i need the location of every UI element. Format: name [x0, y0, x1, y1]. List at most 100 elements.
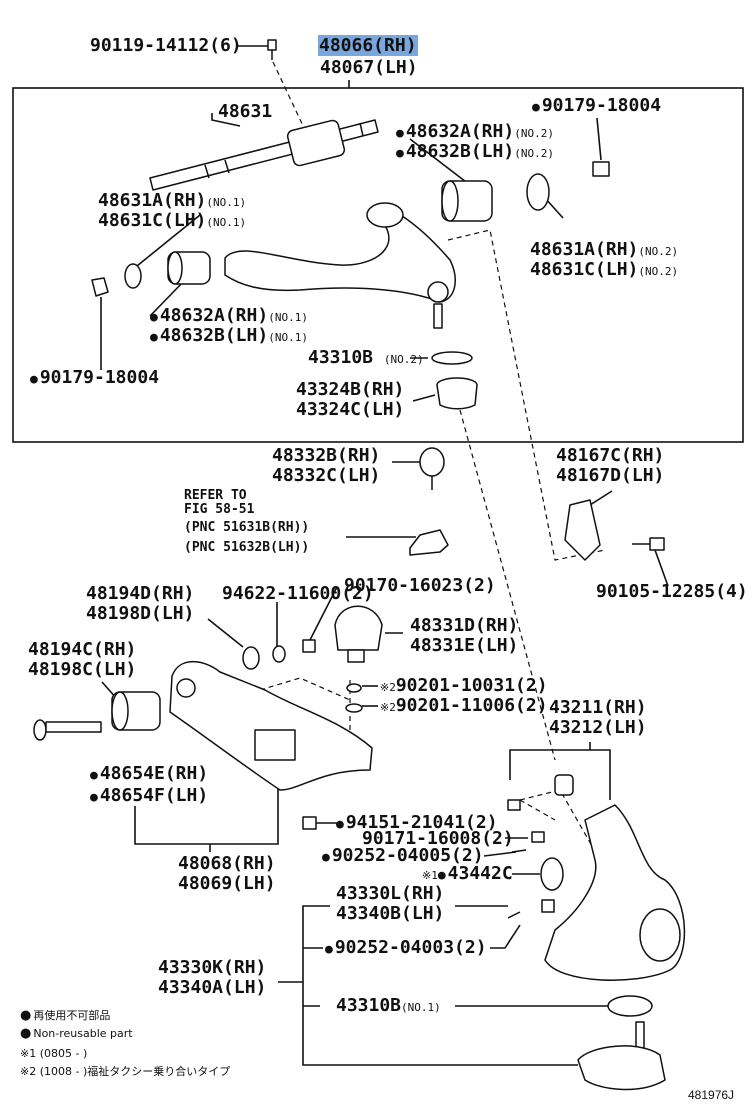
label-nut-top-right[interactable]: 90179-18004 — [532, 96, 661, 118]
label-lower-bush-rh[interactable]: 48654E(RH) — [90, 764, 208, 786]
ball-joint-icon — [577, 1021, 666, 1091]
label-shaft[interactable]: 48631 — [218, 101, 273, 122]
label-bushing-no2-lh[interactable]: 48632B(LH)(NO.2) — [396, 142, 554, 164]
washer-icon — [345, 703, 363, 713]
label-nut-lower[interactable]: 94151-21041(2) — [336, 813, 498, 835]
label-washer-no1-lh[interactable]: 48631C(LH)(NO.1) — [98, 211, 246, 233]
label-washer-no2-rh[interactable]: 48631A(RH)(NO.2) — [530, 240, 678, 262]
qualifier: (NO.1) — [268, 331, 308, 344]
label-nut-left[interactable]: 90179-18004 — [30, 368, 159, 390]
refer-line-4: (PNC 51632B(LH)) — [184, 540, 310, 555]
nut-icon — [302, 816, 317, 830]
label-knuckle-rh[interactable]: 43211(RH) — [549, 697, 647, 718]
plate-icon — [242, 646, 260, 670]
bumper-icon — [419, 447, 445, 490]
pin-icon — [507, 911, 521, 919]
nut-icon — [91, 277, 109, 297]
label-cap[interactable]: ※143442C — [422, 863, 513, 886]
label-pin-upper[interactable]: 90252-04005(2) — [322, 846, 484, 868]
label-washer-a[interactable]: ※290201-10031(2) — [380, 676, 548, 698]
label-balljoint-lh[interactable]: 43340B(LH) — [336, 903, 445, 924]
label-washer-b[interactable]: ※290201-11006(2) — [380, 696, 548, 718]
cam-bolt-icon — [33, 719, 102, 741]
label-cam-lh[interactable]: 48198C(LH) — [28, 659, 137, 680]
label-bumper-lh[interactable]: 48332C(LH) — [272, 465, 381, 486]
label-ring-lower[interactable]: 43310B(NO.1) — [336, 996, 441, 1018]
note-1: ※1 (0805 - ) — [20, 1047, 88, 1060]
part-number: 43310B — [336, 995, 402, 1016]
label-bracket-rh[interactable]: 48167C(RH) — [556, 445, 665, 466]
upper-arm-icon — [224, 202, 456, 329]
label-nut-stop[interactable]: 90170-16023(2) — [344, 575, 496, 596]
part-number: 43442C — [438, 863, 513, 884]
label-balljoint-rh[interactable]: 43330L(RH) — [336, 883, 445, 904]
highlight: 48066(RH) — [318, 35, 418, 56]
part-number: 43310B — [308, 347, 374, 368]
qualifier: (NO.1) — [206, 196, 247, 209]
label-bushing-no1-lh[interactable]: 48632B(LH)(NO.1) — [150, 326, 308, 348]
label-pin-lower[interactable]: 90252-04003(2) — [325, 938, 487, 960]
label-balljoint-assy-rh[interactable]: 43330K(RH) — [158, 957, 267, 978]
bushing-icon — [111, 691, 161, 731]
refer-line-1[interactable]: REFER TO — [184, 488, 247, 503]
label-cam-rh[interactable]: 48194C(RH) — [28, 639, 137, 660]
refer-line-2[interactable]: FIG 58-51 — [184, 502, 255, 517]
label-bushing-no1-rh[interactable]: 48632A(RH)(NO.1) — [150, 306, 308, 328]
qualifier: (NO.2) — [514, 147, 554, 160]
qualifier: (NO.2) — [383, 353, 424, 366]
label-bumper-rh[interactable]: 48332B(RH) — [272, 445, 381, 466]
label-bolt-bracket[interactable]: 90105-12285(4) — [596, 581, 748, 602]
label-balljoint-assy-lh[interactable]: 43340A(LH) — [158, 977, 267, 998]
bracket-ref-icon — [409, 529, 449, 556]
label-lower-bush-lh[interactable]: 48654F(LH) — [90, 786, 208, 808]
part-number: 48631A(RH) — [98, 190, 207, 211]
label-plate-lh[interactable]: 48198D(LH) — [86, 603, 195, 624]
washer-icon — [346, 683, 362, 693]
part-number: 90201-10031(2) — [395, 675, 548, 696]
label-lower-arm-lh[interactable]: 48069(LH) — [178, 873, 276, 894]
label-washer-no1-rh[interactable]: 48631A(RH)(NO.1) — [98, 191, 246, 213]
bracket-icon — [564, 499, 601, 561]
part-number: 48632B(LH) — [405, 141, 515, 162]
qualifier: (NO.1) — [401, 1001, 441, 1014]
ring-icon — [607, 995, 653, 1017]
legend-en: Non-reusable part — [20, 1026, 132, 1042]
nut-icon — [592, 161, 610, 177]
qualifier: (NO.2) — [514, 127, 554, 140]
label-washer-no2-lh[interactable]: 48631C(LH)(NO.2) — [530, 260, 678, 282]
bolt-icon — [507, 799, 521, 811]
knuckle-icon — [544, 774, 686, 981]
qualifier: (NO.1) — [206, 216, 247, 229]
label-bracket-lh[interactable]: 48167D(LH) — [556, 465, 665, 486]
label-nut-castle[interactable]: 90171-16008(2) — [362, 828, 514, 849]
lower-arm-icon — [169, 660, 373, 791]
upper-arm-group-frame — [12, 87, 744, 443]
qualifier: (NO.2) — [638, 245, 679, 258]
label-upper-arm-lh[interactable]: 48067(LH) — [320, 57, 418, 78]
label-boot-rh[interactable]: 43324B(RH) — [296, 379, 405, 400]
label-bushing-no2-rh[interactable]: 48632A(RH)(NO.2) — [396, 122, 554, 144]
label-stopper-rh[interactable]: 48331D(RH) — [410, 615, 519, 636]
label-knuckle-lh[interactable]: 43212(LH) — [549, 717, 647, 738]
stopper-icon — [334, 605, 383, 663]
legend-jp: 再使用不可部品 — [20, 1008, 110, 1024]
label-upper-arm-rh[interactable]: 48066(RH) — [318, 35, 418, 56]
note-2: ※2 (1008 - )福祉タクシー乗り合いタイプ — [20, 1065, 231, 1078]
label-boot-lh[interactable]: 43324C(LH) — [296, 399, 405, 420]
label-lower-arm-rh[interactable]: 48068(RH) — [178, 853, 276, 874]
label-bolt-top[interactable]: 90119-14112(6) — [90, 35, 242, 56]
note-mark: ※2 — [380, 681, 396, 694]
label-plate-rh[interactable]: 48194D(RH) — [86, 583, 195, 604]
part-number: 48631C(LH) — [98, 210, 207, 231]
nut-icon — [531, 831, 545, 843]
label-ring-upper[interactable]: 43310B (NO.2) — [308, 348, 424, 370]
label-stopper-lh[interactable]: 48331E(LH) — [410, 635, 519, 656]
part-number: 48632A(RH) — [159, 305, 269, 326]
qualifier: (NO.1) — [268, 311, 308, 324]
label-washer-small[interactable]: 94622-11600(2) — [222, 583, 374, 604]
refer-line-3: (PNC 51631B(RH)) — [184, 520, 310, 535]
nut-icon — [302, 639, 316, 653]
part-number: 90201-11006(2) — [395, 695, 548, 716]
